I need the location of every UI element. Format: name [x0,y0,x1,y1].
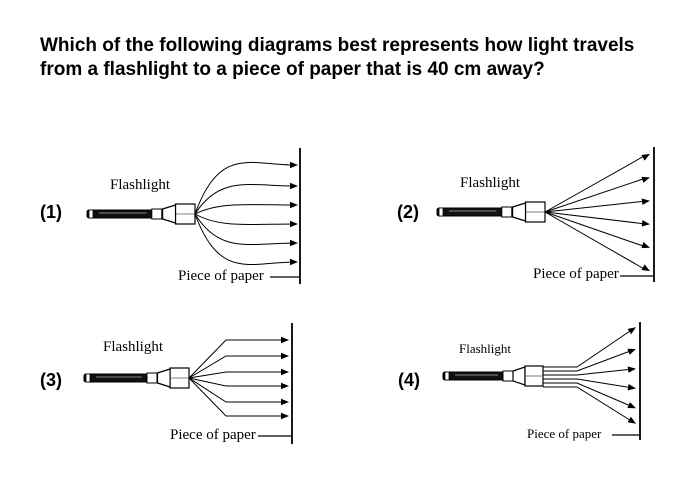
flashlight-switch [501,206,513,218]
ray-arrowhead [641,153,650,161]
light-ray [188,377,286,417]
option-1-label: (1) [40,202,62,222]
option-1-paper-label: Piece of paper [178,268,264,284]
light-ray [544,211,647,225]
light-ray [544,154,647,213]
ray-arrowhead [627,366,636,373]
light-ray [194,204,297,215]
light-ray [543,378,634,389]
ray-arrowhead [281,382,289,390]
ray-arrowhead [290,220,298,228]
light-ray [188,377,286,403]
ray-arrowhead [641,242,650,249]
ray-arrowhead [290,258,298,266]
light-ray [194,213,297,246]
ray-arrowhead [281,412,289,420]
light-ray [188,355,286,379]
light-ray [188,377,286,387]
light-ray [194,161,297,215]
light-ray [543,382,634,408]
ray-arrowhead [290,182,298,190]
flashlight-switch [151,208,163,220]
ray-arrowhead [290,239,298,247]
flashlight-head [512,366,526,386]
question-line-1: Which of the following diagrams best rep… [40,35,635,56]
option-4-label: (4) [398,370,420,390]
flashlight-cap [88,209,94,219]
ray-arrowhead [281,398,289,406]
light-ray [544,211,647,271]
option-4-flashlight-label: Flashlight [459,341,512,356]
flashlight-cap [85,373,91,383]
light-ray [194,213,297,266]
ray-arrowhead [627,327,636,335]
flashlight-cap [444,371,450,381]
light-ray [544,200,647,213]
ray-arrowhead [641,176,650,183]
ray-arrowhead [627,348,636,355]
ray-arrowhead [641,220,650,227]
ray-arrowhead [290,161,298,169]
option-3-paper-label: Piece of paper [170,427,256,443]
ray-arrowhead [627,416,636,424]
option-3-flashlight-label: Flashlight [103,339,164,355]
question-line-2: from a flashlight to a piece of paper th… [40,59,545,80]
option-4-paper-label: Piece of paper [527,426,602,441]
ray-arrowhead [281,368,289,376]
light-ray [194,184,297,215]
option-2-flashlight-label: Flashlight [460,175,521,191]
question-text: Which of the following diagrams best rep… [40,34,690,82]
ray-arrowhead [627,384,636,391]
flashlight-cap [438,207,444,217]
ray-arrowhead [290,201,298,209]
light-ray [544,177,647,213]
ray-arrowhead [641,264,650,272]
light-ray [544,211,647,248]
option-1-flashlight-label: Flashlight [110,177,171,193]
light-ray [188,371,286,379]
flashlight-switch [502,370,514,382]
option-2-label: (2) [397,202,419,222]
ray-arrowhead [281,352,289,360]
ray-arrowhead [627,402,636,409]
light-ray [543,349,634,372]
ray-arrowhead [641,198,650,205]
option-3-label: (3) [40,370,62,390]
light-ray [543,328,634,368]
option-2-paper-label: Piece of paper [533,266,619,282]
light-ray [194,213,297,226]
light-ray [543,368,634,376]
light-ray [188,339,286,379]
ray-arrowhead [281,336,289,344]
light-ray [543,386,634,423]
